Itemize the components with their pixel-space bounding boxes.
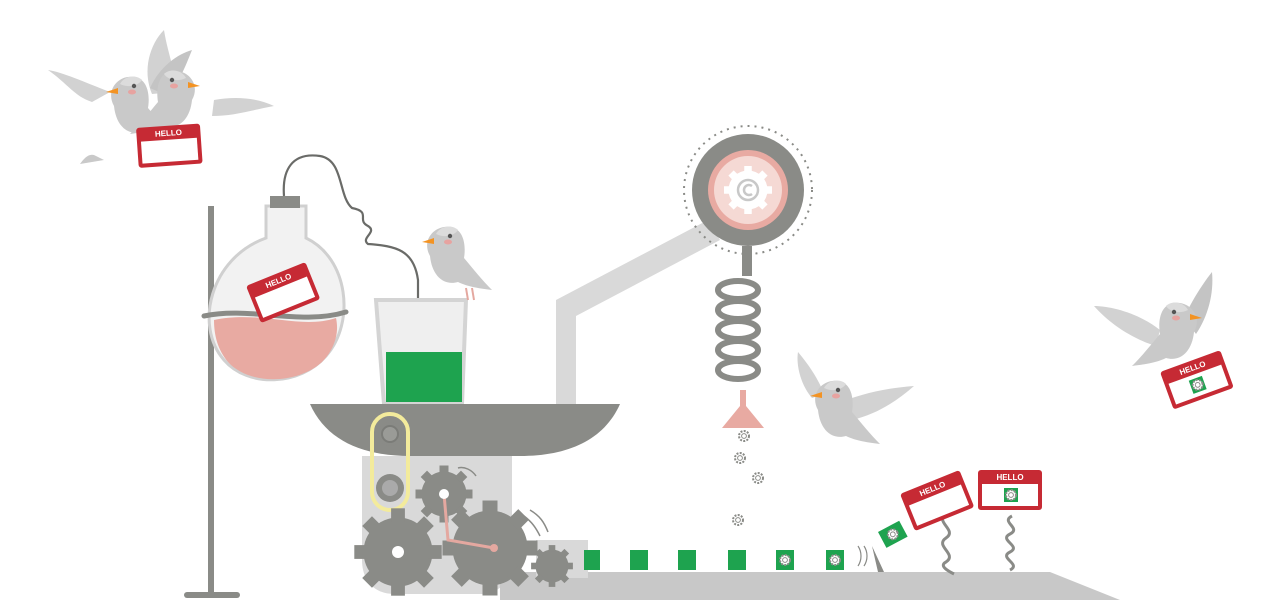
copyright-icon	[736, 178, 760, 202]
support-arm	[556, 220, 720, 404]
launcher-ramp	[872, 520, 908, 572]
sprung-tag-left: HELLO	[900, 470, 975, 576]
carried-tag-right: HELLO	[1160, 350, 1234, 410]
gear-icon	[724, 166, 772, 214]
sprung-tag-right: HELLO	[978, 470, 1042, 572]
flying-bird-right	[1094, 272, 1213, 366]
tag-hello-text: HELLO	[996, 473, 1023, 482]
flying-bird-pair	[48, 30, 274, 164]
gear-icon	[531, 545, 573, 587]
tag-hello-text: HELLO	[155, 128, 183, 139]
processing-wheel	[683, 125, 813, 255]
conveyor-items	[584, 545, 868, 570]
lab-stand	[184, 206, 240, 598]
gear-cluster	[354, 465, 573, 596]
chain-rail	[370, 412, 410, 512]
hello-tag-in-flask: HELLO	[246, 262, 321, 324]
falling-coins	[732, 430, 764, 526]
bird-on-beaker	[422, 226, 492, 301]
spring-nozzle	[715, 246, 764, 428]
cable	[282, 154, 420, 320]
carried-tag-top: HELLO	[136, 123, 203, 168]
flying-bird-middle	[797, 352, 914, 444]
beaker	[373, 298, 469, 406]
